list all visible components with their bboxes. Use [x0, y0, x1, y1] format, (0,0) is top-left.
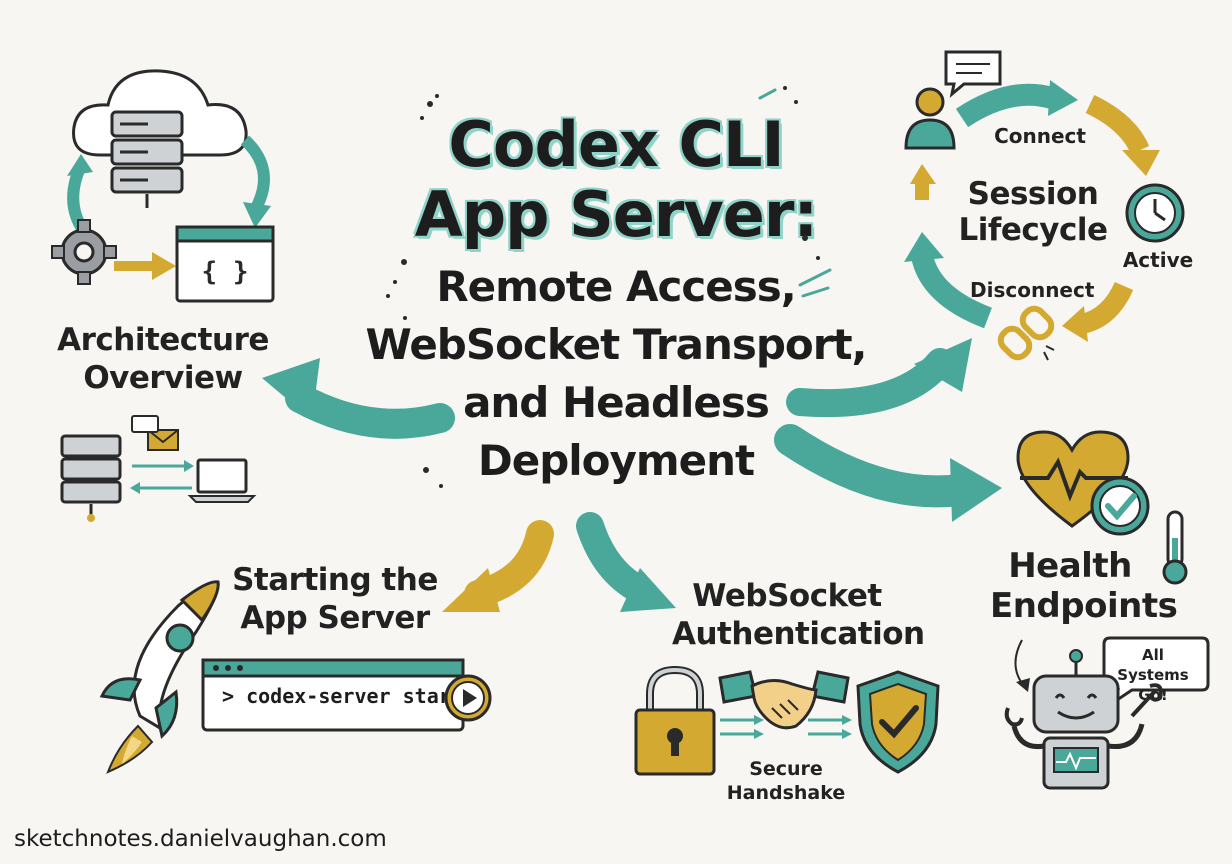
clock-icon	[1125, 183, 1185, 243]
architecture-label-line2: Overview	[83, 360, 243, 396]
title-line-4: WebSocket Transport,	[365, 320, 867, 369]
auth-label-line1: WebSocket	[692, 578, 882, 614]
starting-label-line2: App Server	[240, 600, 430, 636]
exchange-arrows-icon	[130, 460, 194, 494]
code-window-icon: { }	[175, 225, 275, 303]
chat-icon-small	[131, 415, 159, 433]
handshake-label-line1: Secure	[749, 758, 823, 780]
gear-icon	[51, 219, 117, 285]
health-label-line2: Endpoints	[990, 586, 1178, 626]
lifecycle-disconnect-label: Disconnect	[970, 278, 1095, 302]
curved-arrow-icon	[1014, 639, 1030, 692]
starting-label-line1: Starting the	[232, 562, 438, 598]
terminal-window	[201, 658, 465, 732]
rocket-icon	[99, 580, 220, 774]
lifecycle-active-label: Active	[1122, 248, 1194, 272]
checkmark-badge-icon	[1090, 476, 1150, 536]
health-label-line1: Health	[1008, 546, 1132, 586]
speech-bubble-large-icon	[1102, 636, 1210, 706]
arrow-gear-to-code	[114, 252, 176, 280]
title-line-2: App Server:	[414, 178, 818, 251]
title-line-5: and Headless	[463, 378, 770, 427]
robot-icon	[1004, 649, 1163, 790]
handshake-icon	[718, 670, 850, 730]
laptop-icon	[187, 458, 257, 503]
lifecycle-title-line2: Lifecycle	[958, 212, 1108, 248]
play-button-icon	[444, 674, 492, 722]
title-line-3: Remote Access,	[436, 262, 796, 311]
handshake-label-line2: Handshake	[726, 782, 846, 804]
thermometer-icon	[1162, 510, 1188, 585]
title-line-1: Codex CLI	[448, 108, 784, 181]
lifecycle-connect-label: Connect	[994, 124, 1086, 148]
broken-link-icon	[997, 305, 1055, 361]
server-icon	[110, 110, 184, 208]
padlock-icon	[634, 665, 716, 776]
title-line-6: Deployment	[477, 436, 755, 485]
user-icon	[904, 87, 956, 150]
auth-label-line2: Authentication	[672, 616, 925, 652]
small-server-icon	[60, 434, 122, 522]
svg-text:{ }: { }	[202, 257, 249, 287]
lifecycle-title-line1: Session	[967, 176, 1099, 212]
shield-check-icon	[856, 670, 940, 774]
footer-url: sketchnotes.danielvaughan.com	[14, 826, 387, 852]
transfer-arrows-icon	[720, 715, 852, 739]
terminal-command: > codex-server start	[222, 684, 463, 708]
architecture-label-line1: Architecture	[57, 322, 269, 358]
envelope-icon	[147, 429, 179, 451]
speech-bubble-icon	[944, 50, 1002, 98]
